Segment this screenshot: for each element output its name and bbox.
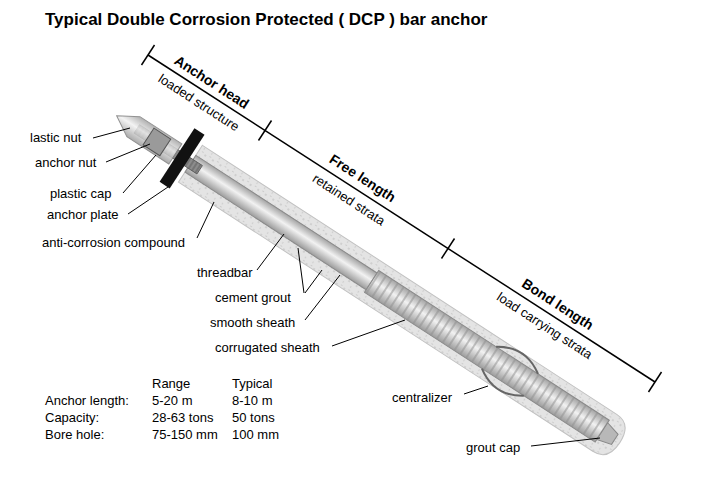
part-label: anchor plate xyxy=(47,207,119,223)
part-label: corrugated sheath xyxy=(215,340,320,356)
part-label: threadbar xyxy=(197,265,253,281)
part-label: anchor nut xyxy=(35,155,96,171)
plastic-cap xyxy=(110,106,182,164)
bar-anchor xyxy=(99,89,637,469)
leader-lines xyxy=(93,128,600,446)
diagram-title: Typical Double Corrosion Protected ( DCP… xyxy=(45,10,487,30)
table-cell: Capacity: xyxy=(45,410,99,426)
table-header: Typical xyxy=(232,376,272,392)
anchor-nut xyxy=(143,128,171,156)
grout-body xyxy=(178,145,631,461)
part-label: anti-corrosion compound xyxy=(42,235,185,251)
part-label: smooth sheath xyxy=(210,315,295,331)
part-label: grout cap xyxy=(466,440,520,456)
table-header: Range xyxy=(152,376,190,392)
part-label: lastic nut xyxy=(30,130,81,146)
table-cell: 75-150 mm xyxy=(152,427,218,443)
corrugation-ribs xyxy=(365,270,610,442)
corrugated-sheath xyxy=(365,270,610,442)
anchor-plate xyxy=(160,128,205,188)
table-cell: 100 mm xyxy=(232,427,279,443)
part-label: centralizer xyxy=(392,390,452,406)
table-cell: 8-10 m xyxy=(232,393,272,409)
table-cell: Bore hole: xyxy=(45,427,104,443)
table-cell: 5-20 m xyxy=(152,393,192,409)
table-cell: Anchor length: xyxy=(45,393,129,409)
table-cell: 28-63 tons xyxy=(152,410,213,426)
dimension-line xyxy=(142,45,662,392)
grout-cap xyxy=(597,423,620,448)
part-label: cement grout xyxy=(215,290,291,306)
centralizer xyxy=(477,340,542,403)
table-cell: 50 tons xyxy=(232,410,275,426)
part-label: plastic cap xyxy=(50,186,111,202)
